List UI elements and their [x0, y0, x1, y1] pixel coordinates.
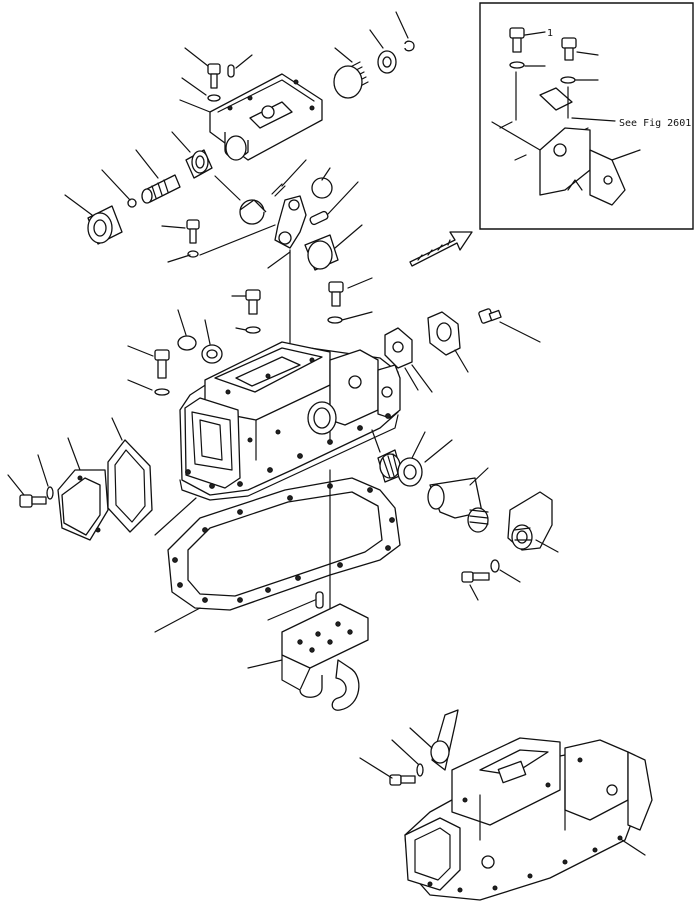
- housing-bolt-right: [328, 282, 343, 323]
- lower-dowel: [316, 592, 323, 608]
- flange-gasket: [385, 328, 412, 368]
- valve-spool: [142, 175, 180, 203]
- assembled-view: [390, 710, 652, 900]
- splined-shaft: [428, 478, 488, 532]
- seal-ring-left: [178, 336, 196, 350]
- plug: [88, 206, 122, 244]
- side-cover-bolt: [20, 487, 53, 507]
- housing-bolt-left: [246, 290, 260, 333]
- flange-bolt: [478, 308, 501, 323]
- side-cover: [58, 470, 108, 540]
- split-pin: [272, 184, 285, 196]
- small-ball: [128, 199, 136, 207]
- main-housing: [180, 342, 400, 500]
- needle-bearing: [378, 450, 402, 482]
- lever-arm: [275, 196, 306, 248]
- inset-bolt-right: [561, 38, 576, 83]
- inset-callout-number: 1: [547, 28, 553, 39]
- inset-frame: [480, 3, 693, 229]
- sleeve-part: [186, 150, 212, 178]
- mounting-bracket: [282, 604, 368, 710]
- spring-assembly: [334, 41, 414, 98]
- top-cover-plate: [210, 74, 322, 160]
- dowel-pin: [228, 65, 234, 77]
- short-pin: [309, 211, 329, 226]
- oil-seal: [398, 458, 422, 486]
- lever-bolt-lower: [462, 560, 499, 582]
- output-lever: [508, 492, 552, 550]
- direction-arrow: [410, 232, 472, 266]
- inset-see-fig-reference: See Fig 2601: [619, 118, 691, 129]
- flange-spacer: [428, 312, 460, 355]
- side-cover-gasket: [108, 440, 152, 532]
- roller-bushing: [305, 235, 338, 270]
- side-bolt: [155, 350, 169, 395]
- inset-bracket: [492, 88, 625, 205]
- lever-bolt: [187, 220, 199, 257]
- bushing-upper: [240, 178, 332, 224]
- inset-detail: 1 See Fig 2601: [480, 3, 693, 229]
- inset-bolt-left: [510, 28, 524, 68]
- cover-bolt: [208, 64, 220, 101]
- seal-ring-right: [202, 345, 222, 363]
- housing-gasket: [168, 478, 400, 610]
